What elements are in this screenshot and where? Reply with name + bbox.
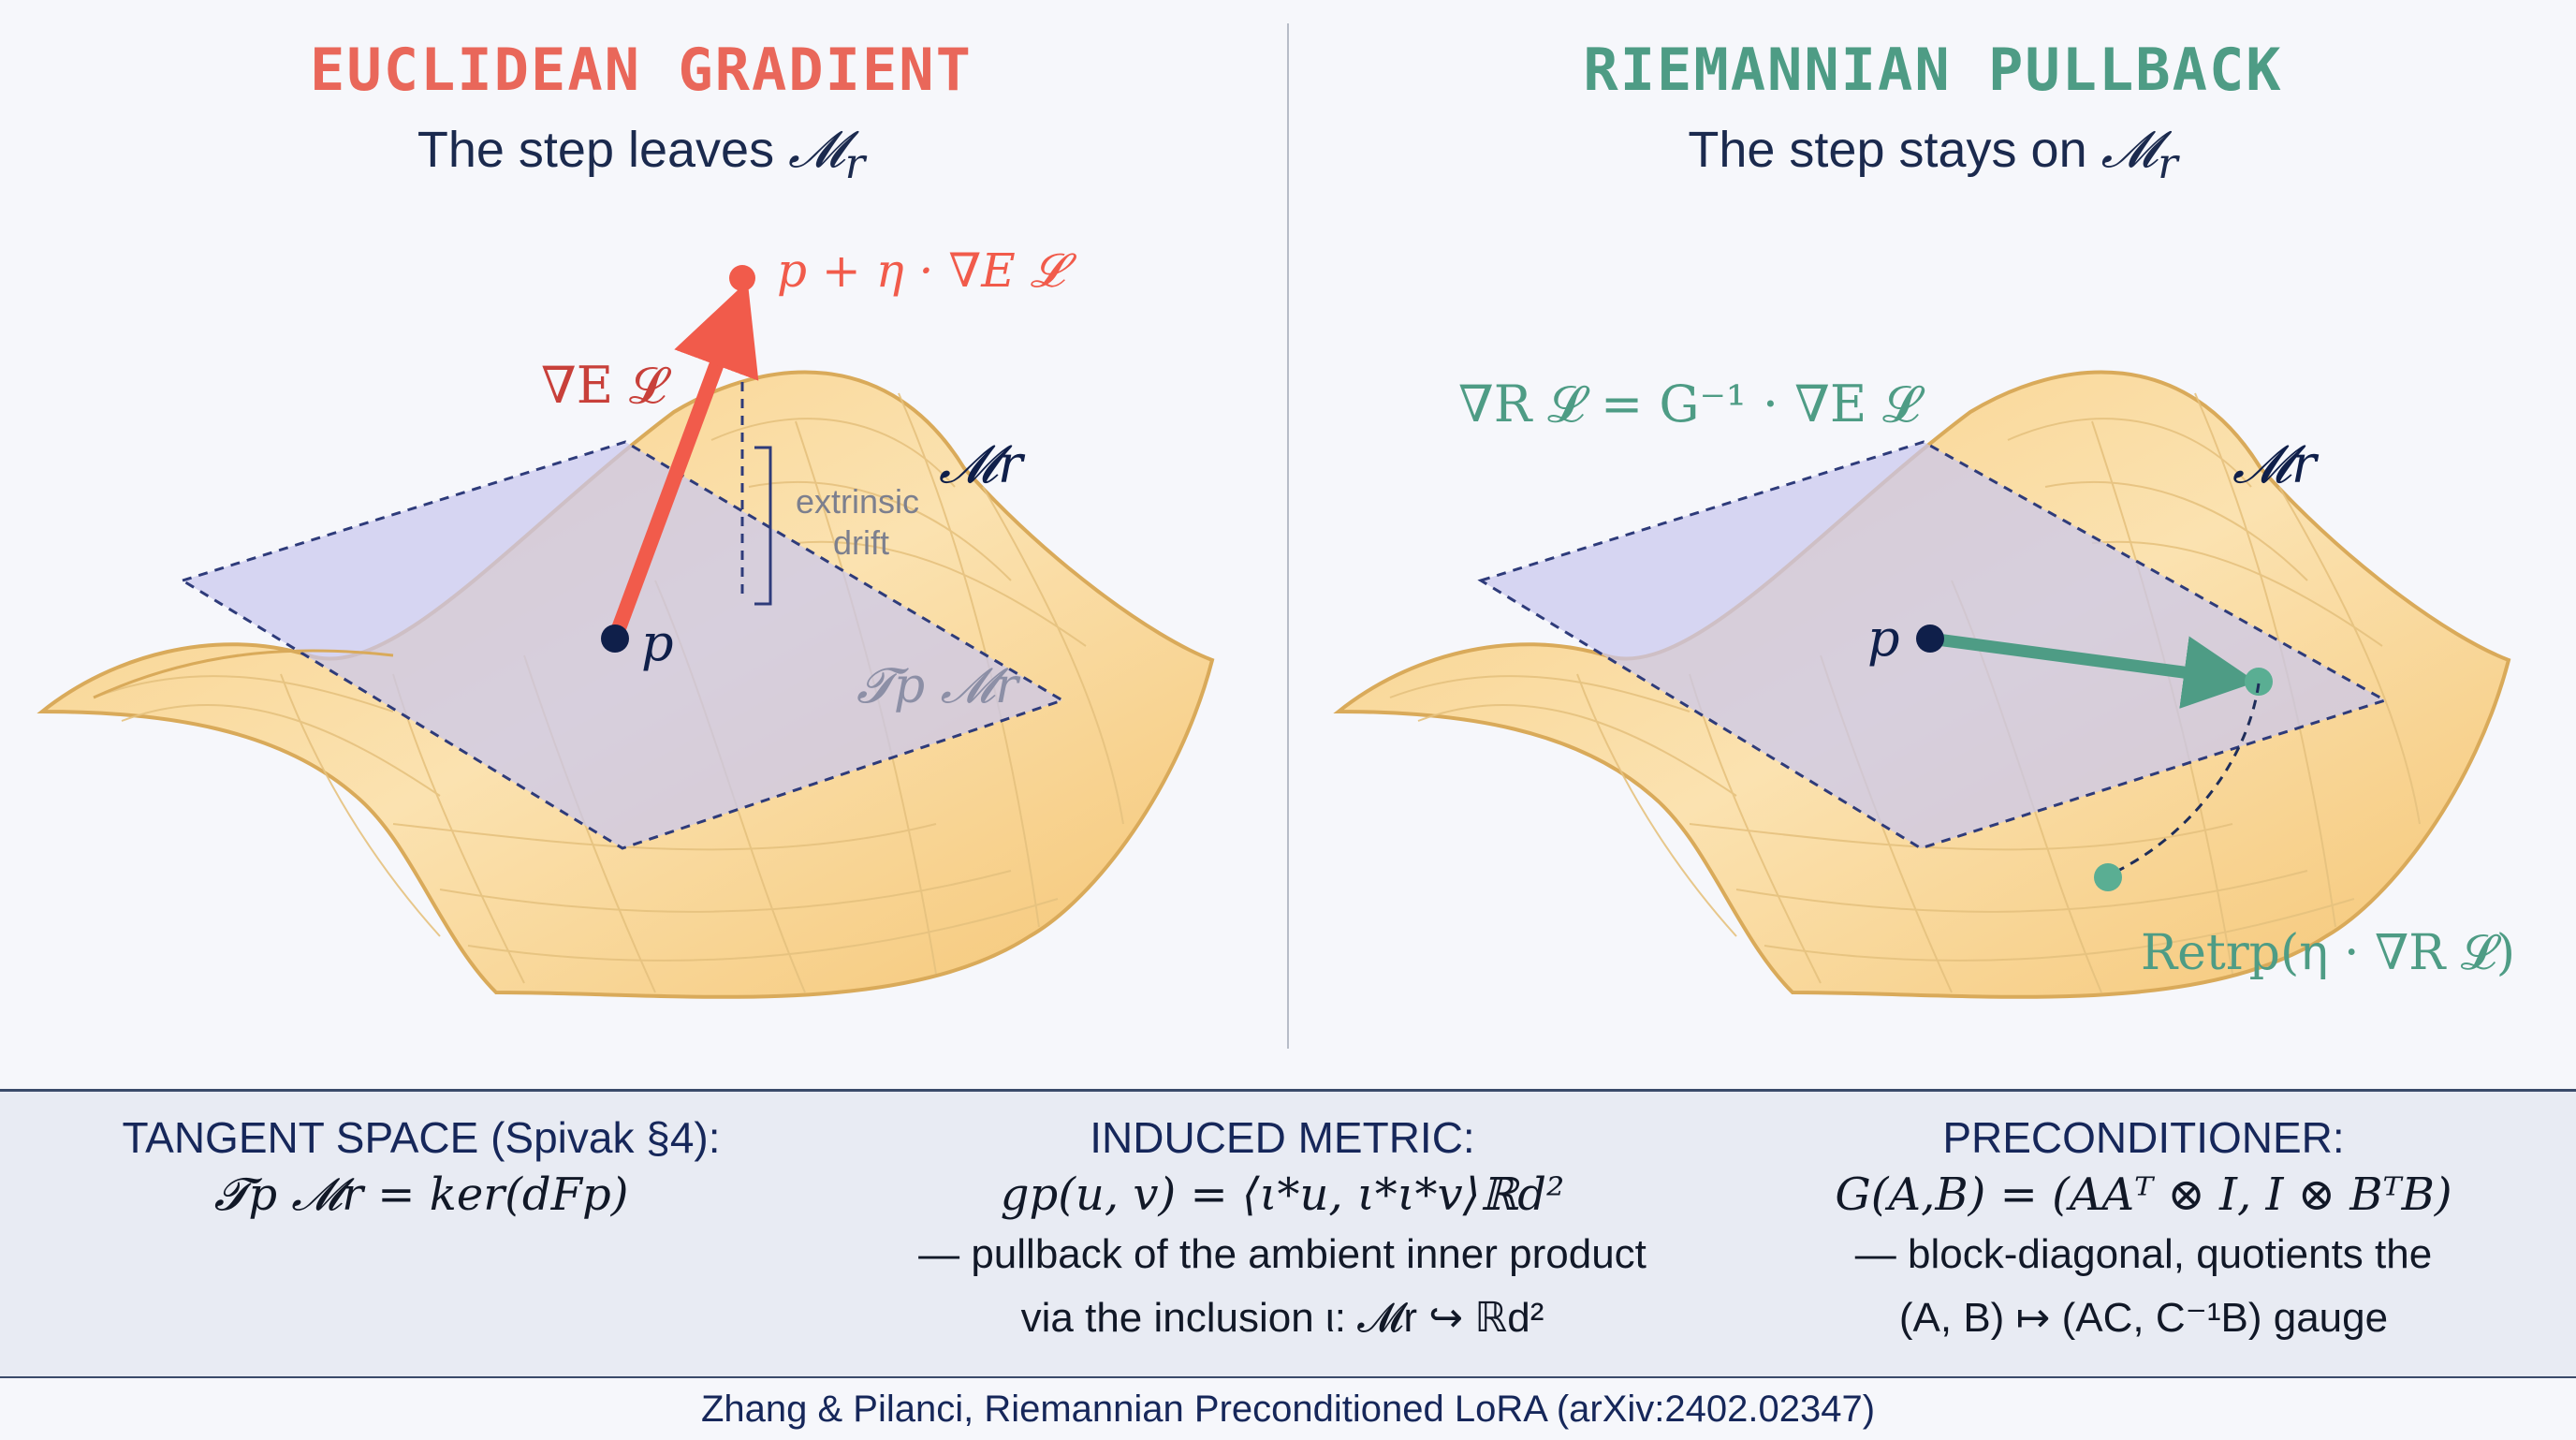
left-manifold-label: 𝓜r (939, 434, 1026, 495)
retraction-label: Retrp(η · ∇R 𝓛) (2141, 925, 2515, 981)
tangent-space-equation: 𝓣p 𝓜r = ker(dFp) (213, 1168, 629, 1221)
induced-metric-equation: gp(u, v) = ⟨ι*u, ι*ι*v⟩ℝd² (1000, 1168, 1565, 1221)
drift-label-line1: extrinsic (796, 482, 919, 521)
panel-divider (1287, 23, 1289, 1049)
euclidean-step-point (729, 265, 755, 291)
tangent-space-definition: TANGENT SPACE (Spivak §4): 𝓣p 𝓜r = ker(d… (66, 1112, 777, 1222)
retraction-point (2094, 863, 2122, 891)
left-base-point (601, 624, 629, 653)
subtitle-manifold-sub: r (2158, 138, 2178, 188)
subtitle-manifold: 𝓜 (2100, 120, 2159, 179)
subtitle-manifold-sub: r (844, 138, 866, 188)
definitions-band: TANGENT SPACE (Spivak §4): 𝓣p 𝓜r = ker(d… (0, 1089, 2576, 1379)
euclidean-grad-label: ∇E 𝓛 (541, 356, 671, 415)
citation-footer: Zhang & Pilanci, Riemannian Precondition… (0, 1376, 2576, 1440)
euclidean-gradient-arrow (607, 280, 759, 641)
induced-metric-desc-2: via the inclusion ι: 𝓜r ↪ ℝd² (1020, 1295, 1544, 1341)
drift-label-line2: drift (833, 523, 889, 562)
tangent-space-label: 𝓣p 𝓜r (856, 658, 1021, 714)
preconditioner-heading: PRECONDITIONER: (1942, 1113, 2345, 1162)
riemannian-step-point (2245, 668, 2273, 696)
induced-metric-definition: INDUCED METRIC: gp(u, v) = ⟨ι*u, ι*ι*v⟩ℝ… (824, 1112, 1741, 1348)
right-base-point (1916, 624, 1944, 653)
left-surface-fade (93, 649, 394, 699)
preconditioner-equation: G(A,B) = (AAᵀ ⊗ I, I ⊗ BᵀB) (1835, 1168, 2452, 1221)
riemannian-panel-subtitle: The step stays on 𝓜r (1292, 120, 2574, 188)
induced-metric-desc-1: — pullback of the ambient inner product (918, 1231, 1647, 1277)
preconditioner-desc-1: — block-diagonal, quotients the (1854, 1231, 2433, 1277)
riemannian-grad-label: ∇R 𝓛 = G⁻¹ · ∇E 𝓛 (1458, 375, 1925, 433)
preconditioner-desc-2: (A, B) ↦ (AC, C⁻¹B) gauge (1898, 1295, 2389, 1341)
left-point-label: p (641, 613, 674, 672)
retraction-curve (2107, 683, 2261, 877)
tangent-space-heading: TANGENT SPACE (Spivak §4): (122, 1113, 721, 1162)
euclidean-step-label: p + η · ∇E 𝓛 (777, 243, 1077, 298)
induced-metric-heading: INDUCED METRIC: (1090, 1113, 1475, 1162)
drift-bracket (754, 446, 772, 606)
riemannian-gradient-arrow (1929, 632, 2257, 709)
manifold-diagram: ∇E 𝓛 p + η · ∇E 𝓛 extrinsic drift 𝓜r p 𝓣… (37, 243, 2515, 999)
euclidean-panel-subtitle: The step leaves 𝓜r (0, 120, 1282, 188)
riemannian-panel-title: RIEMANNIAN PULLBACK (1583, 36, 2283, 104)
euclidean-panel-title: EUCLIDEAN GRADIENT (310, 36, 973, 104)
subtitle-text: The step leaves (417, 122, 789, 178)
subtitle-manifold: 𝓜 (788, 120, 845, 179)
right-manifold-label: 𝓜r (2232, 434, 2320, 495)
preconditioner-definition: PRECONDITIONER: G(A,B) = (AAᵀ ⊗ I, I ⊗ B… (1760, 1112, 2527, 1348)
right-point-label: p (1867, 609, 1900, 668)
subtitle-text: The step stays on (1688, 122, 2101, 178)
